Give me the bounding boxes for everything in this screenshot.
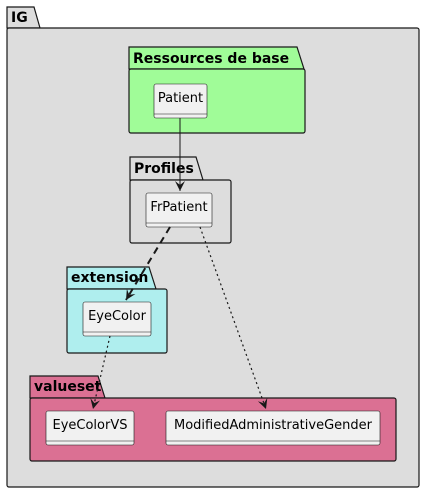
class-eyecolor-box	[82, 301, 152, 337]
package-extension-title: extension	[71, 270, 148, 286]
class-eyecolorvs: EyeColorVS	[45, 410, 135, 446]
class-patient-label: Patient	[158, 91, 203, 106]
link-frpatient-to-gender	[199, 226, 268, 410]
package-ig: IG	[6, 6, 420, 488]
link-frpatient-to-eyecolor	[125, 226, 171, 301]
class-frpatient-label: FrPatient	[150, 200, 207, 215]
class-gender-label: ModifiedAdministrativeGender	[174, 418, 373, 433]
class-eyecolorvs-box	[45, 410, 135, 446]
class-eyecolorvs-label: EyeColorVS	[53, 418, 128, 433]
class-eyecolor-label: EyeColor	[88, 309, 147, 324]
class-frpatient: FrPatient	[145, 192, 213, 228]
package-ig-body	[6, 27, 420, 488]
package-ig-title: IG	[11, 10, 28, 26]
class-modifiedadministrativegender: ModifiedAdministrativeGender	[165, 410, 381, 446]
class-eyecolor: EyeColor	[82, 301, 152, 337]
class-frpatient-box	[145, 192, 213, 228]
class-patient: Patient	[153, 83, 208, 119]
package-base-title: Ressources de base	[133, 51, 289, 67]
package-profiles-title: Profiles	[134, 161, 194, 177]
package-valueset-title: valueset	[34, 379, 102, 395]
class-gender-box	[165, 410, 381, 446]
